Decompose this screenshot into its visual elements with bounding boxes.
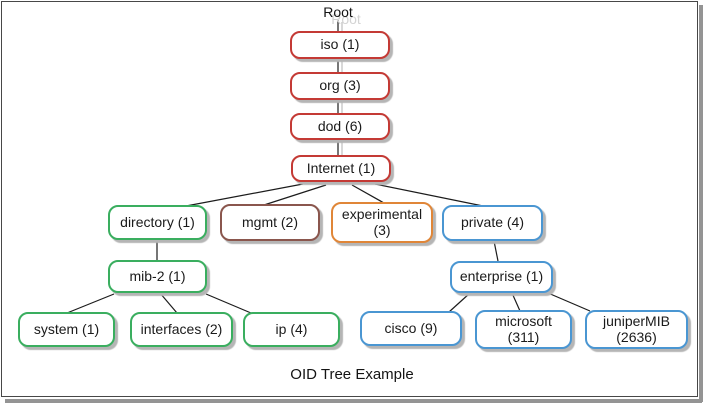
tree-node-experimental: experimental (3) [331,202,433,243]
edge-mib2-interfaces [159,292,178,314]
tree-node-label: experimental (3) [341,205,423,238]
tree-node-ip: ip (4) [243,312,340,347]
frame-shadow-right [699,5,703,402]
tree-node-label: directory (1) [120,213,195,230]
tree-node-label: private (4) [460,214,525,231]
tree-node-org: org (3) [290,72,390,100]
tree-node-label: mib-2 (1) [129,267,186,284]
diagram-caption: OID Tree Example [290,366,414,383]
tree-node-label: enterprise (1) [459,268,544,285]
tree-node-mib2: mib-2 (1) [108,260,207,293]
tree-node-mgmt: mgmt (2) [220,204,320,241]
tree-node-internet: Internet (1) [291,155,391,182]
tree-node-microsoft: microsoft (311) [475,310,572,349]
tree-node-label: Internet (1) [306,159,376,176]
tree-node-label: cisco (9) [384,319,438,336]
tree-node-label: dod (6) [317,117,363,134]
tree-node-private: private (4) [442,205,543,241]
edge-enterprise-cisco [448,292,471,313]
tree-node-label: mgmt (2) [242,213,298,230]
frame-shadow-bottom [5,399,702,403]
tree-node-cisco: cisco (9) [360,311,462,346]
edge-mib2-system [66,293,115,314]
root-node-label: Root Root [288,4,388,27]
tree-node-label: org (3) [319,77,361,94]
tree-node-system: system (1) [18,312,115,347]
tree-node-directory: directory (1) [108,205,207,240]
edge-internet-private [374,183,484,207]
tree-node-junipermib: juniperMIB (2636) [585,310,688,349]
tree-node-label: ip (4) [275,320,308,337]
tree-node-enterprise: enterprise (1) [450,261,553,293]
tree-node-label: system (1) [33,320,100,337]
tree-node-iso: iso (1) [290,31,390,59]
diagram-frame [1,1,698,397]
tree-node-dod: dod (6) [290,113,390,140]
edge-enterprise-microsoft [511,292,521,312]
tree-node-label: microsoft (311) [495,312,552,345]
tree-node-label: interfaces (2) [140,320,223,337]
edge-private-enterprise [493,240,499,262]
edge-enterprise-junipermib [547,292,591,312]
edge-internet-mgmt [263,184,327,206]
tree-node-label: iso (1) [320,36,360,53]
tree-node-label: juniperMIB (2636) [603,312,670,345]
edge-internet-experimental [351,184,385,204]
edge-internet-directory [185,183,304,207]
edge-mib2-ip [205,293,252,314]
tree-node-interfaces: interfaces (2) [130,312,233,347]
